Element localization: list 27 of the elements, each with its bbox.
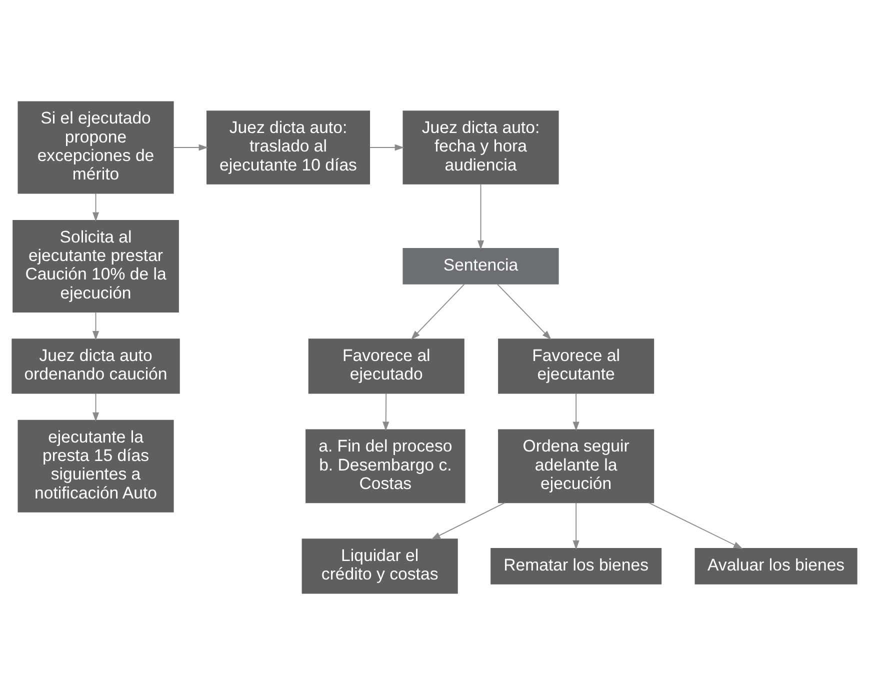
arrow — [572, 502, 580, 550]
node-box: Juez dicta auto ordenando caución — [12, 338, 180, 394]
arrow — [92, 312, 100, 340]
arrow — [382, 392, 390, 432]
arrow — [369, 144, 404, 151]
arrow — [173, 144, 208, 151]
node-box: Ordena seguir adelante la ejecución — [498, 429, 654, 504]
arrow — [648, 502, 743, 549]
node-box: Si el ejecutado propone excepciones de mérito — [18, 101, 174, 194]
arrow — [572, 392, 580, 432]
node-box: a. Fin del proceso b. Desembargo c. Costas — [306, 429, 466, 504]
arrow — [92, 392, 100, 422]
arrow — [496, 284, 552, 340]
node-box: Sentencia — [402, 248, 559, 284]
node-box: Juez dicta auto: traslado al ejecutante 10 días — [206, 110, 370, 184]
node-box: Juez dicta auto: fecha y hora audiencia — [402, 110, 559, 184]
arrow — [477, 184, 484, 250]
node-box: Avaluar los bienes — [694, 548, 858, 584]
node-box: ejecutante la presta 15 días siguientes a notificación Auto — [18, 420, 174, 512]
arrow — [410, 284, 465, 340]
arrow — [92, 193, 100, 222]
node-box: Favorece al ejecutante — [498, 338, 654, 394]
node-box: Rematar los bienes — [490, 548, 662, 584]
node-box: Solicita al ejecutante prestar Caución 10% de la ejecución — [12, 220, 179, 312]
node-box: Favorece al ejecutado — [308, 338, 464, 394]
node-box: Liquidar el crédito y costas — [302, 538, 458, 594]
arrow — [430, 502, 506, 540]
